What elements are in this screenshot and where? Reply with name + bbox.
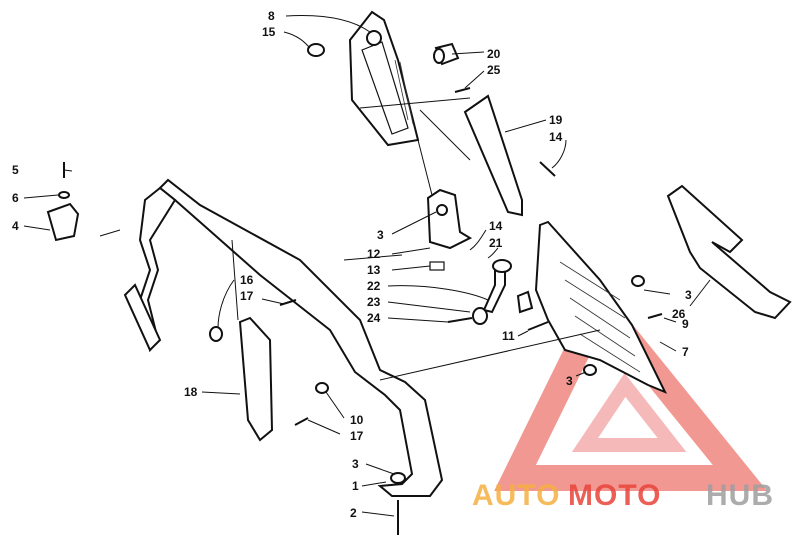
watermark-triangle-inner [571,373,687,452]
watermark-triangle-outer [494,281,768,491]
callout-3-lower: 3 [566,374,573,388]
bracket-12 [426,188,473,250]
watermark-logo [494,281,768,491]
callout-10: 10 [350,413,364,427]
callout-14-mid: 14 [489,219,503,233]
nut-3-bottom [390,472,406,484]
callout-11: 11 [502,329,515,343]
bumper-20 [433,42,460,66]
tubular-frame [123,178,444,497]
callout-1: 1 [352,479,359,493]
callout-labels: 8 15 20 25 19 14 5 6 4 3 14 12 21 13 22 … [12,9,692,520]
bolt-9 [647,313,663,319]
callout-22: 22 [367,279,381,293]
nut-3-right [631,275,645,287]
callout-7: 7 [682,345,689,359]
callout-19: 19 [549,113,563,127]
callout-17-upper: 17 [240,289,254,303]
callout-3-bottom: 3 [352,457,359,471]
callout-20: 20 [487,47,501,61]
callout-18: 18 [184,385,198,399]
bolt-11 [527,321,549,331]
side-plate-7 [534,220,668,394]
nut-10 [315,382,329,394]
callout-4: 4 [12,219,19,233]
linkage-assembly [472,259,534,325]
callout-17-lower: 17 [350,429,364,443]
callout-3-bracket: 3 [377,228,384,242]
callout-8: 8 [268,9,275,23]
callout-26: 26 [672,307,686,321]
callout-12: 12 [367,247,381,261]
callout-3-right: 3 [685,288,692,302]
pin-25 [454,87,471,93]
watermark-auto: AUTO [472,479,560,512]
callout-5: 5 [12,163,19,177]
callout-25: 25 [487,63,501,77]
callout-15: 15 [262,25,276,39]
pin-14-upper [539,161,556,177]
leader-lines [23,15,711,517]
callout-21: 21 [489,236,503,250]
upper-mount-plate [348,10,420,147]
callout-2: 2 [350,506,357,520]
callout-9: 9 [682,317,689,331]
callout-6: 6 [12,191,19,205]
washer-6 [58,191,70,199]
bracket-4 [46,202,80,242]
callout-16: 16 [240,273,254,287]
bolt-24 [447,317,473,323]
pin-17-lower [294,417,309,426]
callout-23: 23 [367,295,381,309]
watermark-moto: MOTO [568,479,661,512]
callout-13: 13 [367,263,381,277]
watermark-text: AUTO MOTO HUB [472,479,774,512]
nut-3-lower [583,364,597,376]
watermark-hub: HUB [706,479,774,512]
callout-24: 24 [367,311,381,325]
bracket-18 [238,316,274,442]
plate-19 [463,94,523,217]
clip-13 [429,261,445,271]
callout-14-upper: 14 [549,130,563,144]
nut-15 [307,43,325,57]
pedal-26 [666,184,792,320]
